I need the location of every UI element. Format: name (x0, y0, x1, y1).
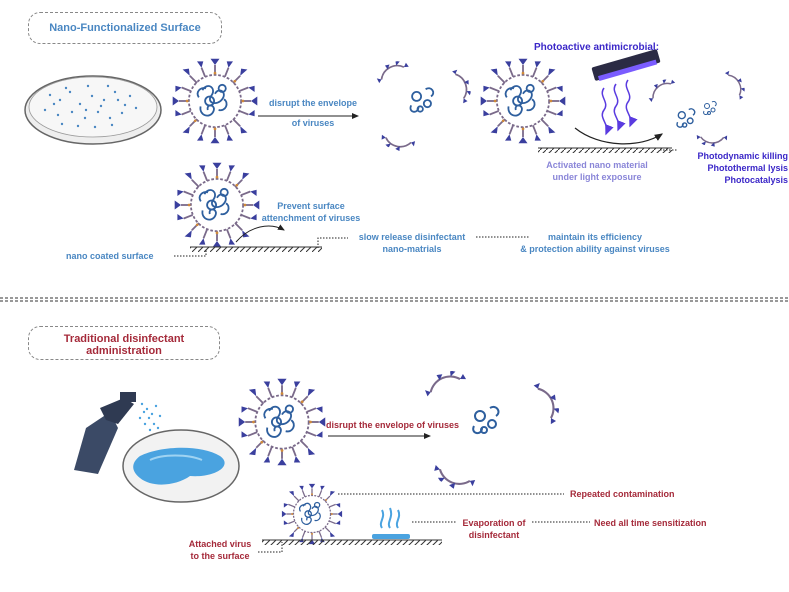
virus-icon (643, 67, 749, 149)
repeated-contamination-label: Repeated contamination (570, 489, 675, 499)
attached-virus-label: Attached virus to the surface (180, 538, 260, 562)
attached-line2: to the surface (190, 551, 250, 561)
evap-line2: disinfectant (468, 530, 520, 540)
virus-icon (420, 366, 564, 498)
spray-bottle-icon (74, 392, 162, 474)
petri-dish-icon (24, 75, 162, 145)
slow-release-label: slow release disinfectant nano-matrials (348, 231, 476, 255)
maintain-label: maintain its efficiency & protection abi… (500, 231, 690, 255)
attached-line1: Attached virus (188, 539, 252, 549)
traditional-section-title: Traditional disinfectant administration (28, 326, 220, 360)
traditional-title-line1: Traditional disinfectant (63, 333, 185, 345)
virus-icon (372, 56, 474, 156)
maintain-line2: & protection ability against viruses (520, 244, 670, 254)
traditional-disrupt-label: disrupt the envelope of viruses (326, 420, 460, 430)
photo-effects: Photodynamic killing Photothermal lysis … (660, 150, 788, 186)
evap-line1: Evaporation of (462, 518, 526, 528)
water-puddle-icon (122, 429, 240, 503)
uv-lamp-icon (591, 49, 661, 136)
disrupt-label: disrupt the envelope of viruses (258, 97, 368, 129)
evaporation-label: Evaporation of disinfectant (454, 517, 534, 541)
traditional-title-line2: administration (86, 345, 162, 357)
virus-icon (171, 57, 259, 145)
photoactive-title: Photoactive antimicrobial: (534, 42, 660, 53)
prevent-label: Prevent surface attenchment of viruses (256, 200, 366, 224)
effect-photocatalysis: Photocatalysis (724, 175, 788, 185)
prevent-line1: Prevent surface (277, 201, 345, 211)
virus-icon (237, 377, 327, 467)
maintain-line1: maintain its efficiency (547, 232, 643, 242)
activated-label: Activated nano material under light expo… (522, 159, 672, 183)
virus-icon (479, 57, 567, 145)
disrupt-line2: of viruses (291, 118, 335, 128)
nano-section-title: Nano-Functionalized Surface (28, 12, 222, 44)
need-sensitization-label: Need all time sensitization (594, 518, 707, 528)
coated-surface-label: nano coated surface (66, 251, 154, 261)
evaporation-icon (372, 507, 410, 539)
nano-title-text: Nano-Functionalized Surface (49, 22, 201, 34)
disrupt-line1: disrupt the envelope (268, 98, 357, 108)
activated-line2: under light exposure (552, 172, 642, 182)
slow-line1: slow release disinfectant (358, 232, 466, 242)
activated-line1: Activated nano material (546, 160, 648, 170)
prevent-line2: attenchment of viruses (261, 213, 361, 223)
effect-photothermal: Photothermal lysis (707, 163, 788, 173)
virus-icon (173, 161, 261, 249)
slow-line2: nano-matrials (382, 244, 442, 254)
virus-icon (281, 483, 343, 545)
effect-photodynamic: Photodynamic killing (697, 151, 788, 161)
